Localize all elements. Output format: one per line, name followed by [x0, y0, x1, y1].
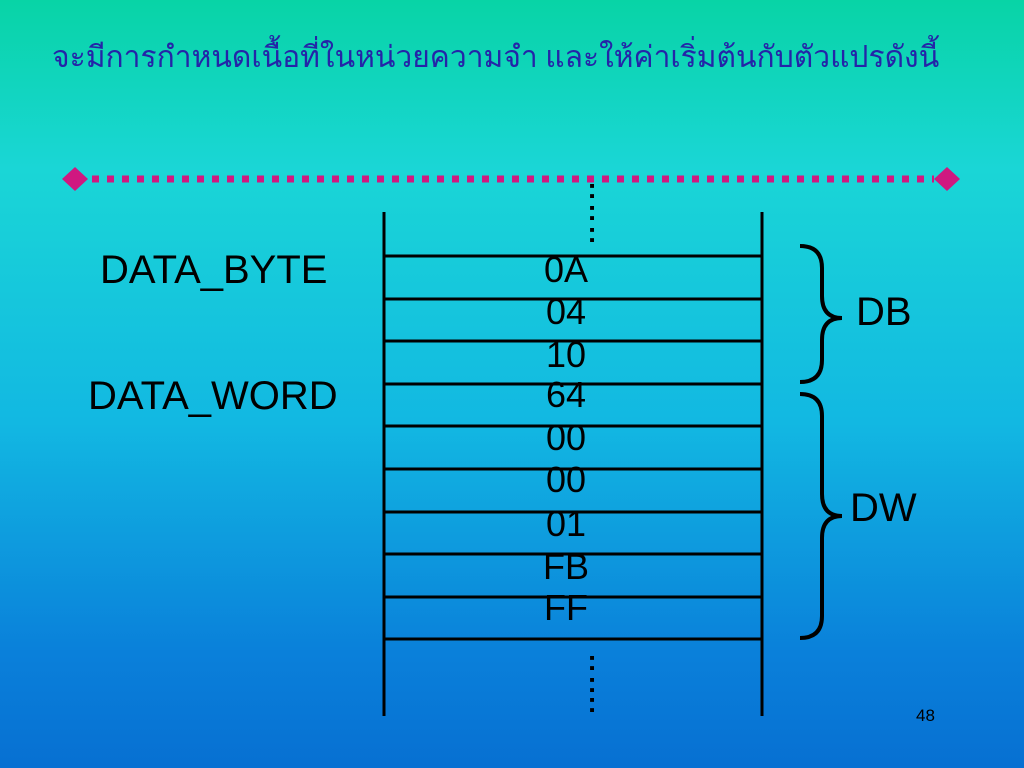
- memory-cell-value: 04: [545, 291, 587, 332]
- brace-label-dw: DW: [850, 486, 917, 530]
- memory-cell-value: 01: [545, 503, 587, 544]
- db-brace: [799, 244, 843, 384]
- divider-right-diamond: [934, 167, 960, 191]
- memory-cell-value: 64: [545, 374, 587, 415]
- dw-brace: [799, 392, 843, 640]
- memory-cell-value: 0A: [543, 249, 589, 290]
- ellipsis-bottom-extra: :: [587, 687, 597, 718]
- memory-cell-value: 00: [545, 459, 587, 500]
- ellipsis-bottom: : :: [587, 645, 597, 698]
- label-data-word: DATA_WORD: [88, 374, 338, 418]
- memory-cell-lines: [384, 254, 762, 641]
- memory-cell-value: 10: [545, 334, 587, 375]
- slide-title: จะมีการกำหนดเนื้อที่ในหน่วยความจำ และให้…: [52, 41, 940, 74]
- brace-label-db: DB: [856, 290, 912, 334]
- memory-cell-value: FB: [542, 546, 589, 587]
- divider-left-diamond: [62, 167, 88, 191]
- label-data-byte: DATA_BYTE: [100, 248, 328, 292]
- memory-cell-value: FF: [544, 587, 588, 628]
- ellipsis-top: : :: [587, 195, 597, 248]
- dotted-divider: [62, 167, 960, 191]
- ellipsis-divider: :: [587, 173, 597, 204]
- page-number: 48: [916, 706, 935, 725]
- memory-cell-value: 00: [545, 417, 587, 458]
